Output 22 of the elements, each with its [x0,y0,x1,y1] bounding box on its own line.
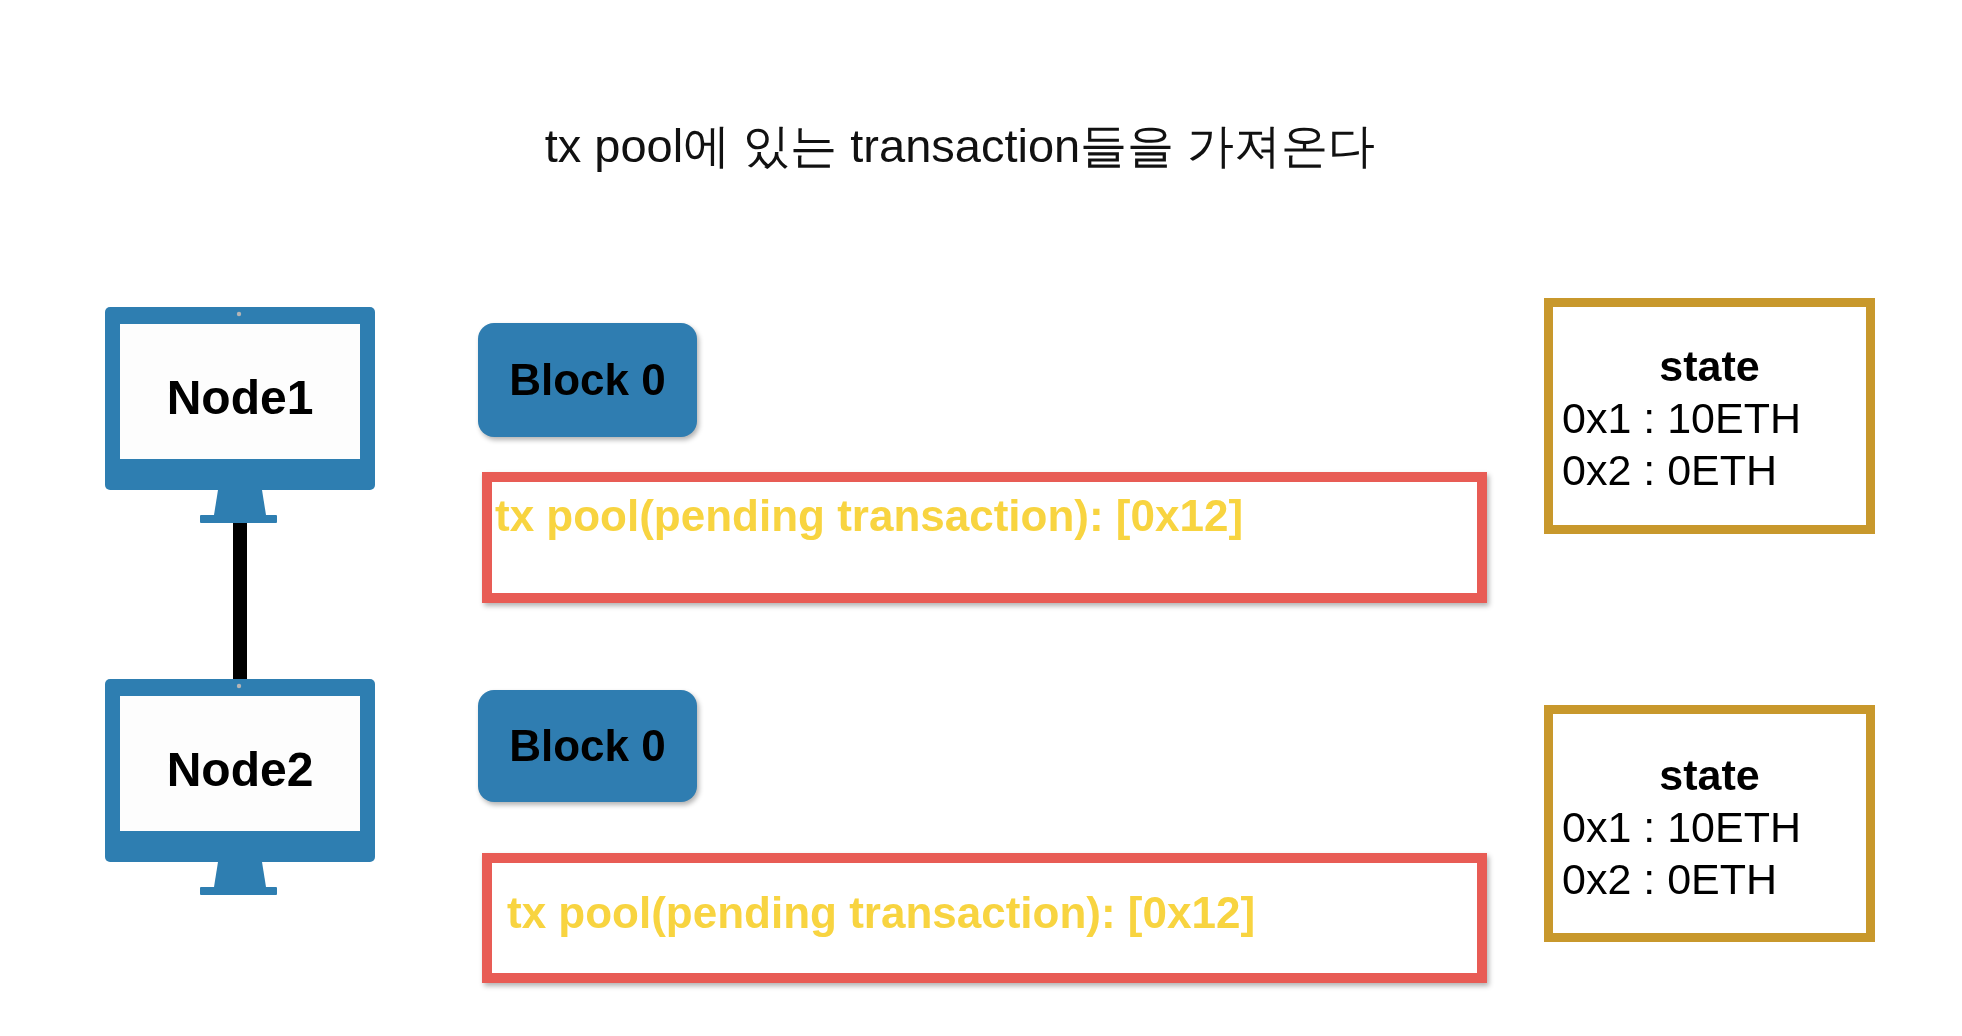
computer-monitor [105,307,375,523]
state-entry: 0x1 : 10ETH [1562,802,1801,853]
state-panel [1544,298,1875,534]
node-label: Node2 [166,744,314,797]
block-label: Block 0 [509,721,666,771]
state-entry: 0x2 : 0ETH [1562,445,1778,496]
tx-pool-panel [482,472,1487,603]
state-heading: state [1659,750,1760,801]
block-tile [478,690,697,802]
node-label: Node1 [166,372,314,425]
state-heading: state [1659,341,1760,392]
computer-monitor [105,679,375,895]
block-tile [478,323,697,437]
block-label: Block 0 [509,355,666,405]
state-entry: 0x2 : 0ETH [1562,854,1778,905]
connector-line [233,523,247,679]
state-panel [1544,705,1875,942]
diagram-title: tx pool에 있는 transaction들을 가져온다 [544,118,1376,174]
tx-pool-panel [482,853,1487,983]
pool-text: tx pool(pending transaction): [0x12] [495,490,1244,542]
state-entry: 0x1 : 10ETH [1562,393,1801,444]
pool-text: tx pool(pending transaction): [0x12] [507,887,1256,939]
